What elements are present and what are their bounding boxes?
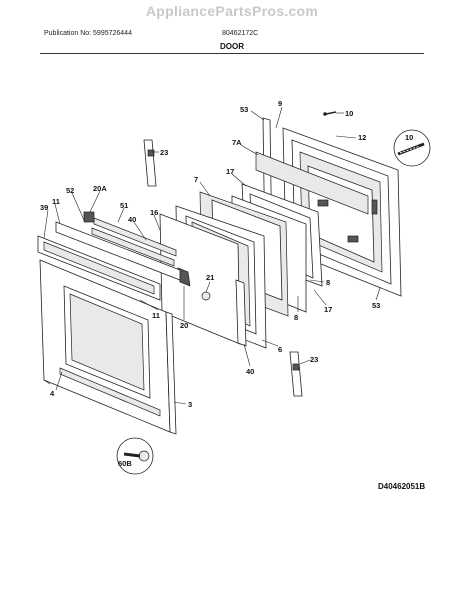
callout-4: 4 [50, 389, 55, 398]
callout-7a: 7A [232, 138, 242, 147]
watermark: AppliancePartsPros.com [145, 3, 319, 19]
callout-20a: 20A [93, 184, 107, 193]
callout-11-upper: 11 [52, 197, 60, 206]
part-23-hinge-upper[interactable] [143, 139, 157, 187]
part-51-strips[interactable] [91, 217, 177, 267]
callout-16: 16 [150, 208, 158, 217]
part-3-outer-door[interactable] [39, 259, 177, 435]
callout-40-upper: 40 [128, 215, 136, 224]
callout-6: 6 [278, 345, 282, 354]
callout-23-upper: 23 [160, 148, 168, 157]
leader-lines [43, 106, 381, 405]
part-number: 80462172C [222, 30, 259, 37]
publication-number: Publication No: 5995726444 [44, 30, 132, 37]
part-4-bottom-strip[interactable] [59, 367, 161, 417]
part-10-screw[interactable] [323, 111, 337, 116]
diagram-code: D40462051B [378, 482, 426, 491]
callout-53-lower: 53 [372, 301, 380, 310]
part-40-channel[interactable] [235, 279, 247, 347]
callout-8-upper: 8 [326, 278, 330, 287]
part-20a-clip[interactable] [83, 211, 95, 223]
part-52-top-trim[interactable] [55, 221, 181, 281]
callout-21: 21 [206, 273, 214, 282]
callout-11-lower: 11 [152, 311, 160, 320]
callout-23-lower: 23 [310, 355, 318, 364]
part-7a-strip[interactable] [255, 151, 369, 215]
part-60b-screw-detail[interactable] [116, 437, 154, 475]
callout-17-upper: 17 [226, 167, 234, 176]
part-10-screw-detail[interactable] [393, 129, 431, 167]
part-39-handle[interactable] [37, 235, 161, 301]
callout-51: 51 [120, 201, 128, 210]
callout-40-lower: 40 [246, 367, 254, 376]
callout-52: 52 [66, 186, 74, 195]
header-rule [40, 53, 424, 54]
callout-53-top: 53 [240, 105, 248, 114]
diagram-title: DOOR [220, 42, 244, 51]
callout-39: 39 [40, 203, 48, 212]
callout-10-screw: 10 [345, 109, 353, 118]
callout-3: 3 [188, 400, 192, 409]
callout-20: 20 [180, 321, 188, 330]
part-23-hinge-lower[interactable] [289, 351, 303, 397]
callout-60b: 60B [118, 459, 132, 468]
callout-17-lower: 17 [324, 305, 332, 314]
callout-9: 9 [278, 99, 282, 108]
callout-10-detail: 10 [405, 133, 413, 142]
callout-7: 7 [194, 175, 198, 184]
callout-12: 12 [358, 133, 366, 142]
callout-8-lower: 8 [294, 313, 298, 322]
